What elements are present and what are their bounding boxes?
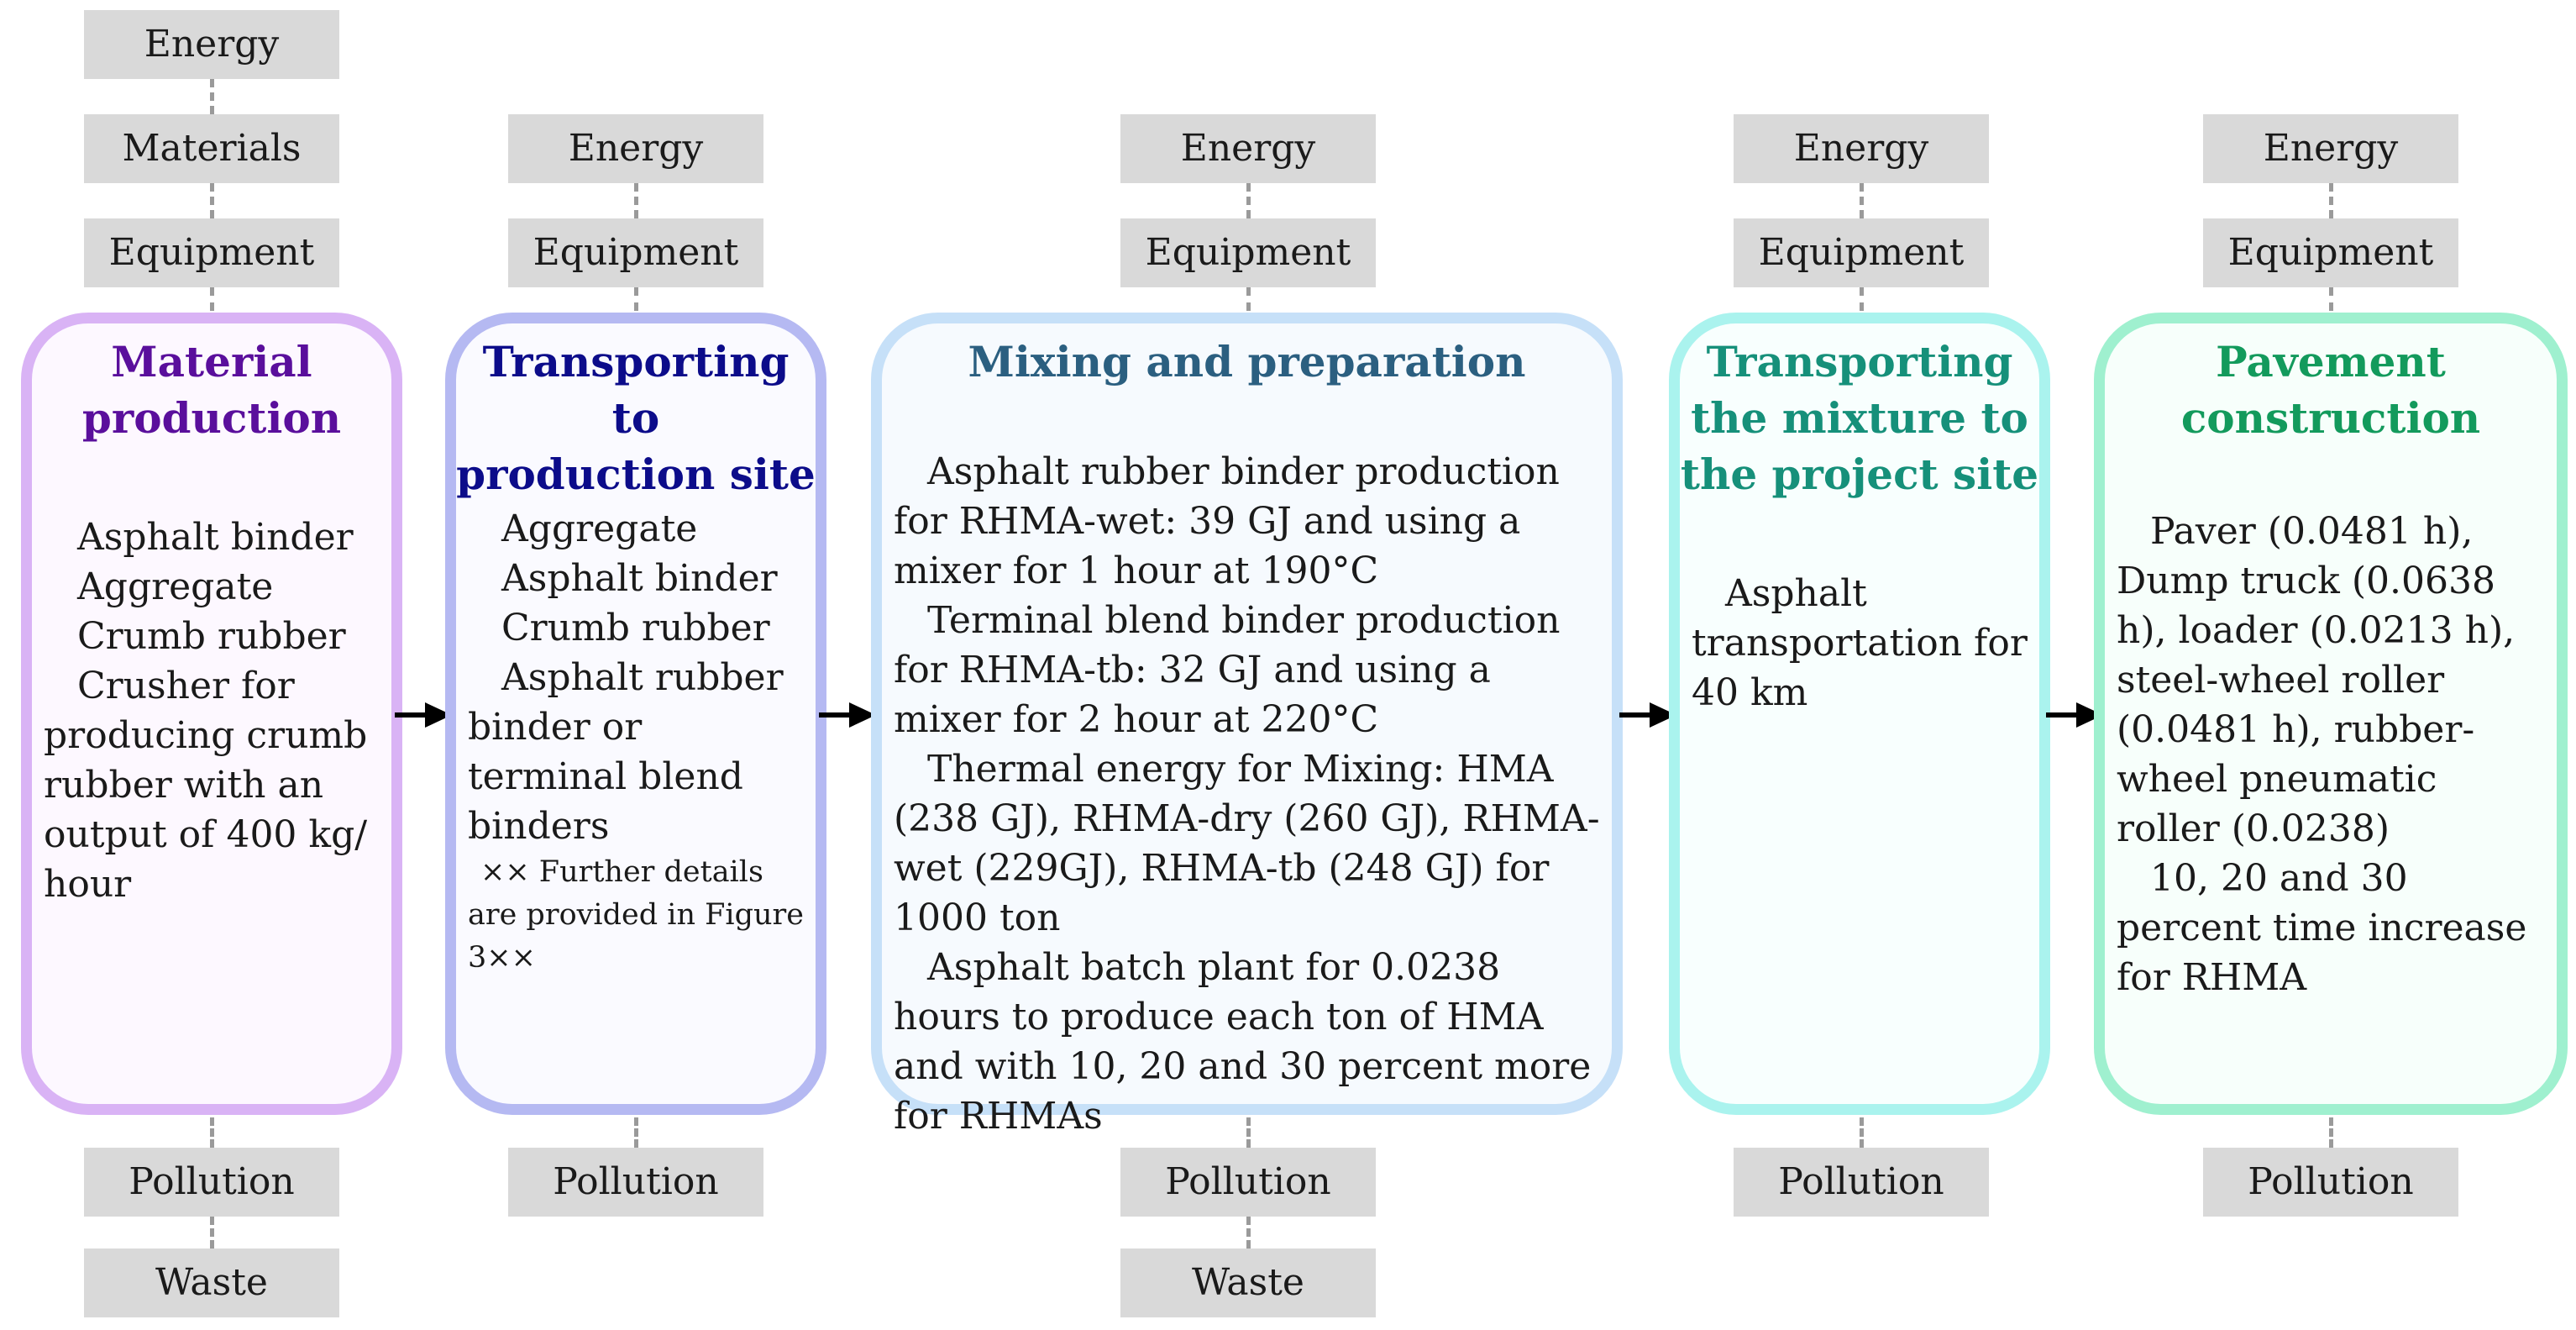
stage-item: Asphalt binder (77, 516, 354, 559)
stage-item: Thermal energy for Mixing: HMA (238 GJ),… (894, 748, 1600, 939)
input-equipment-tag: Equipment (1734, 218, 1989, 287)
input-energy-tag: Energy (1734, 114, 1989, 183)
output-connector (210, 1217, 214, 1249)
stage-title: Material production (32, 334, 391, 446)
output-pollution-tag: Pollution (84, 1148, 339, 1217)
stage-body: Aggregate Asphalt binder Crumb rubber As… (468, 504, 807, 980)
input-connector (2329, 287, 2333, 311)
stage-title-line: Mixing and preparation (968, 337, 1526, 386)
stage-item: Asphalt binder (501, 557, 778, 600)
stage-title-line: production site (456, 449, 816, 499)
stage-item: Terminal blend binder production for RHM… (894, 599, 1561, 741)
flow-arrow-icon (2046, 702, 2103, 728)
output-pollution-tag: Pollution (2203, 1148, 2458, 1217)
input-connector (210, 287, 214, 311)
stage-item: Asphalt rubber binder or terminal blend … (468, 656, 784, 848)
stage-item: Asphalt batch plant for 0.0238 hours to … (894, 946, 1592, 1138)
figure-note: ×× Further details are provided in Figur… (468, 855, 804, 975)
output-waste-tag: Waste (84, 1249, 339, 1317)
input-connector (1860, 183, 1864, 218)
stage-item: Asphalt rubber binder production for RHM… (894, 450, 1560, 592)
output-connector (1860, 1117, 1864, 1148)
stage-item: Aggregate (77, 565, 274, 608)
flow-arrow-icon (819, 702, 876, 728)
stage-item: Paver (0.0481 h), Dump truck (0.0638 h),… (2117, 510, 2516, 850)
stage-body: Asphalt rubber binder production for RHM… (894, 447, 1603, 1141)
stage-title: Pavement construction (2105, 334, 2557, 446)
output-waste-tag: Waste (1120, 1249, 1376, 1317)
input-equipment-tag: Equipment (84, 218, 339, 287)
input-connector (210, 183, 214, 218)
input-energy-tag: Energy (2203, 114, 2458, 183)
stage-item: Asphalt transportation for 40 km (1692, 572, 2028, 714)
stage-transporting-mixture-to-project-site: Transporting the mixture to the project … (1669, 313, 2050, 1115)
input-materials-tag: Materials (84, 114, 339, 183)
output-connector (1246, 1117, 1251, 1148)
input-equipment-tag: Equipment (2203, 218, 2458, 287)
input-connector (1246, 183, 1251, 218)
stage-material-production: Material production Asphalt binder Aggre… (21, 313, 402, 1115)
stage-title-line: Pavement (2216, 337, 2446, 386)
input-connector (1860, 287, 1864, 311)
flow-arrow-icon (1619, 702, 1676, 728)
input-connector (634, 183, 638, 218)
stage-title-line: production (81, 393, 342, 443)
stage-title-line: the project site (1680, 449, 2039, 499)
input-energy-tag: Energy (508, 114, 763, 183)
stage-title-line: Transporting to (482, 337, 790, 443)
output-connector (2329, 1117, 2333, 1148)
input-connector (634, 287, 638, 311)
stage-item: Crumb rubber (77, 615, 346, 658)
stage-body: Paver (0.0481 h), Dump truck (0.0638 h),… (2117, 507, 2548, 1002)
output-connector (634, 1117, 638, 1148)
stage-item: Aggregate (501, 507, 698, 550)
input-connector (2329, 183, 2333, 218)
output-pollution-tag: Pollution (1734, 1148, 1989, 1217)
stage-mixing-and-preparation: Mixing and preparation Asphalt rubber bi… (871, 313, 1623, 1138)
stage-title: Transporting to production site (456, 334, 816, 502)
stage-title: Transporting the mixture to the project … (1680, 334, 2039, 502)
stage-title-line: Material (111, 337, 312, 386)
stage-item: Crusher for producing crumb rubber with … (44, 665, 368, 906)
stage-title: Mixing and preparation (882, 334, 1612, 390)
stage-title-line: construction (2180, 393, 2481, 443)
stage-body: Asphalt binder Aggregate Crumb rubber Cr… (44, 513, 383, 909)
input-equipment-tag: Equipment (1120, 218, 1376, 287)
stage-body: Asphalt transportation for 40 km (1692, 569, 2031, 718)
stage-pavement-construction: Pavement construction Paver (0.0481 h), … (2094, 313, 2568, 1115)
stage-item: 10, 20 and 30 percent time increase for … (2117, 857, 2527, 999)
input-connector (210, 79, 214, 114)
output-pollution-tag: Pollution (1120, 1148, 1376, 1217)
stage-item: Crumb rubber (501, 607, 770, 649)
input-connector (1246, 287, 1251, 311)
output-connector (210, 1117, 214, 1148)
stage-transporting-to-production-site: Transporting to production site Aggregat… (445, 313, 826, 1115)
flow-arrow-icon (395, 702, 452, 728)
output-connector (1246, 1217, 1251, 1249)
input-energy-tag: Energy (84, 10, 339, 79)
input-energy-tag: Energy (1120, 114, 1376, 183)
input-equipment-tag: Equipment (508, 218, 763, 287)
stage-title-line: Transporting (1706, 337, 2013, 386)
output-pollution-tag: Pollution (508, 1148, 763, 1217)
stage-title-line: the mixture to (1691, 393, 2028, 443)
